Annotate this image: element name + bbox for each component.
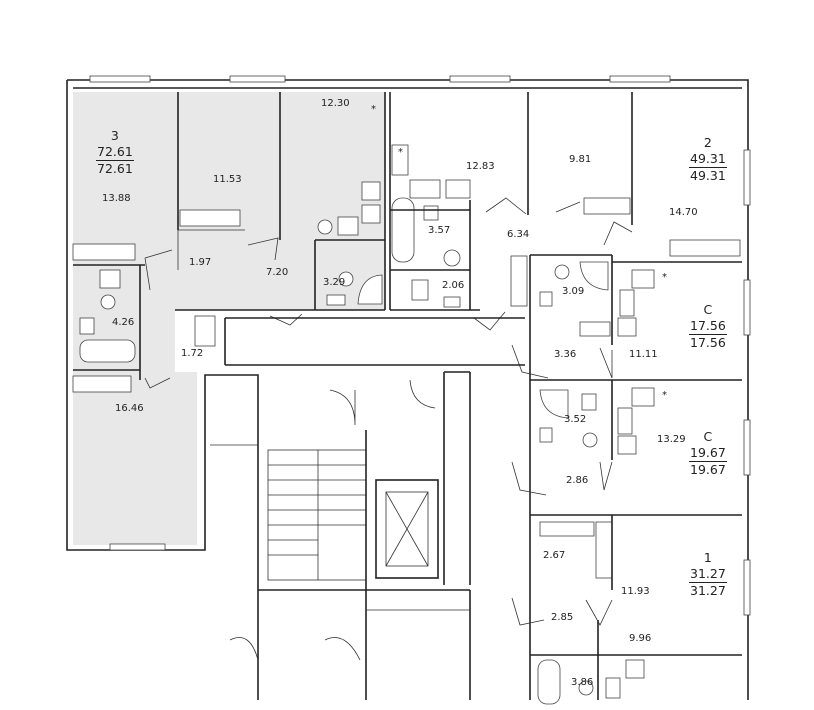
marker-glyph: * <box>398 147 403 158</box>
apartment-area-total: 17.56 <box>689 318 727 335</box>
room-area: 13.88 <box>102 193 131 204</box>
marker-glyph: * <box>662 390 667 401</box>
windows <box>89 75 751 616</box>
apartment-type: 1 <box>703 550 712 565</box>
room-area: 14.70 <box>669 207 698 218</box>
room-area: 2.67 <box>543 550 566 561</box>
apartment-area-living: 49.31 <box>690 168 726 183</box>
room-area: 4.26 <box>112 317 135 328</box>
marker-glyph: * <box>371 104 376 115</box>
room-area: 11.11 <box>629 349 658 360</box>
apartment-3-fill <box>73 92 385 545</box>
apartment-area-living: 17.56 <box>690 335 726 350</box>
room-area: 1.97 <box>189 257 212 268</box>
room-area: 3.36 <box>554 349 577 360</box>
room-area: 6.34 <box>507 229 530 240</box>
apartment-tag-3: 3 72.61 72.61 <box>96 128 134 177</box>
apartment-type: 2 <box>703 135 712 150</box>
apartment-type: С <box>703 302 713 317</box>
partitions-right <box>389 92 742 700</box>
sanitary-fixtures <box>79 144 655 705</box>
room-area: 11.93 <box>621 586 650 597</box>
room-area: 7.20 <box>266 267 289 278</box>
room-area: 9.81 <box>569 154 592 165</box>
apartment-area-total: 72.61 <box>96 144 134 161</box>
apartment-tag-1: 1 31.27 31.27 <box>689 550 727 599</box>
apartment-area-living: 19.67 <box>690 462 726 477</box>
room-area: 3.52 <box>564 414 587 425</box>
room-area: 3.09 <box>562 286 585 297</box>
room-area: 1.72 <box>181 348 204 359</box>
radiators <box>72 197 741 579</box>
apartment-tag-2: 2 49.31 49.31 <box>689 135 727 184</box>
outer-wall <box>66 79 749 700</box>
apartment-area-total: 19.67 <box>689 445 727 462</box>
room-area: 9.96 <box>629 633 652 644</box>
room-area: 13.29 <box>657 434 686 445</box>
room-area: 11.53 <box>213 174 242 185</box>
room-area: 3.86 <box>571 677 594 688</box>
room-area: 2.85 <box>551 612 574 623</box>
room-area: 16.46 <box>115 403 144 414</box>
room-area: 3.57 <box>428 225 451 236</box>
apartment-area-total: 31.27 <box>689 566 727 583</box>
room-area: 3.29 <box>323 277 346 288</box>
room-area: 12.83 <box>466 161 495 172</box>
room-area: 12.30 <box>321 98 350 109</box>
door-swings <box>144 197 633 661</box>
apartment-type: С <box>703 429 713 444</box>
stair-core <box>210 317 525 700</box>
room-area: 2.06 <box>442 280 465 291</box>
partitions-left <box>73 92 386 380</box>
room-area: 2.86 <box>566 475 589 486</box>
apartment-area-total: 49.31 <box>689 151 727 168</box>
apartment-tag-studio-1: С 17.56 17.56 <box>689 302 727 351</box>
apartment-tag-studio-2: С 19.67 19.67 <box>689 429 727 478</box>
apartment-area-living: 72.61 <box>97 161 133 176</box>
apartment-area-living: 31.27 <box>690 583 726 598</box>
marker-glyph: * <box>662 272 667 283</box>
apartment-type: 3 <box>110 128 119 143</box>
